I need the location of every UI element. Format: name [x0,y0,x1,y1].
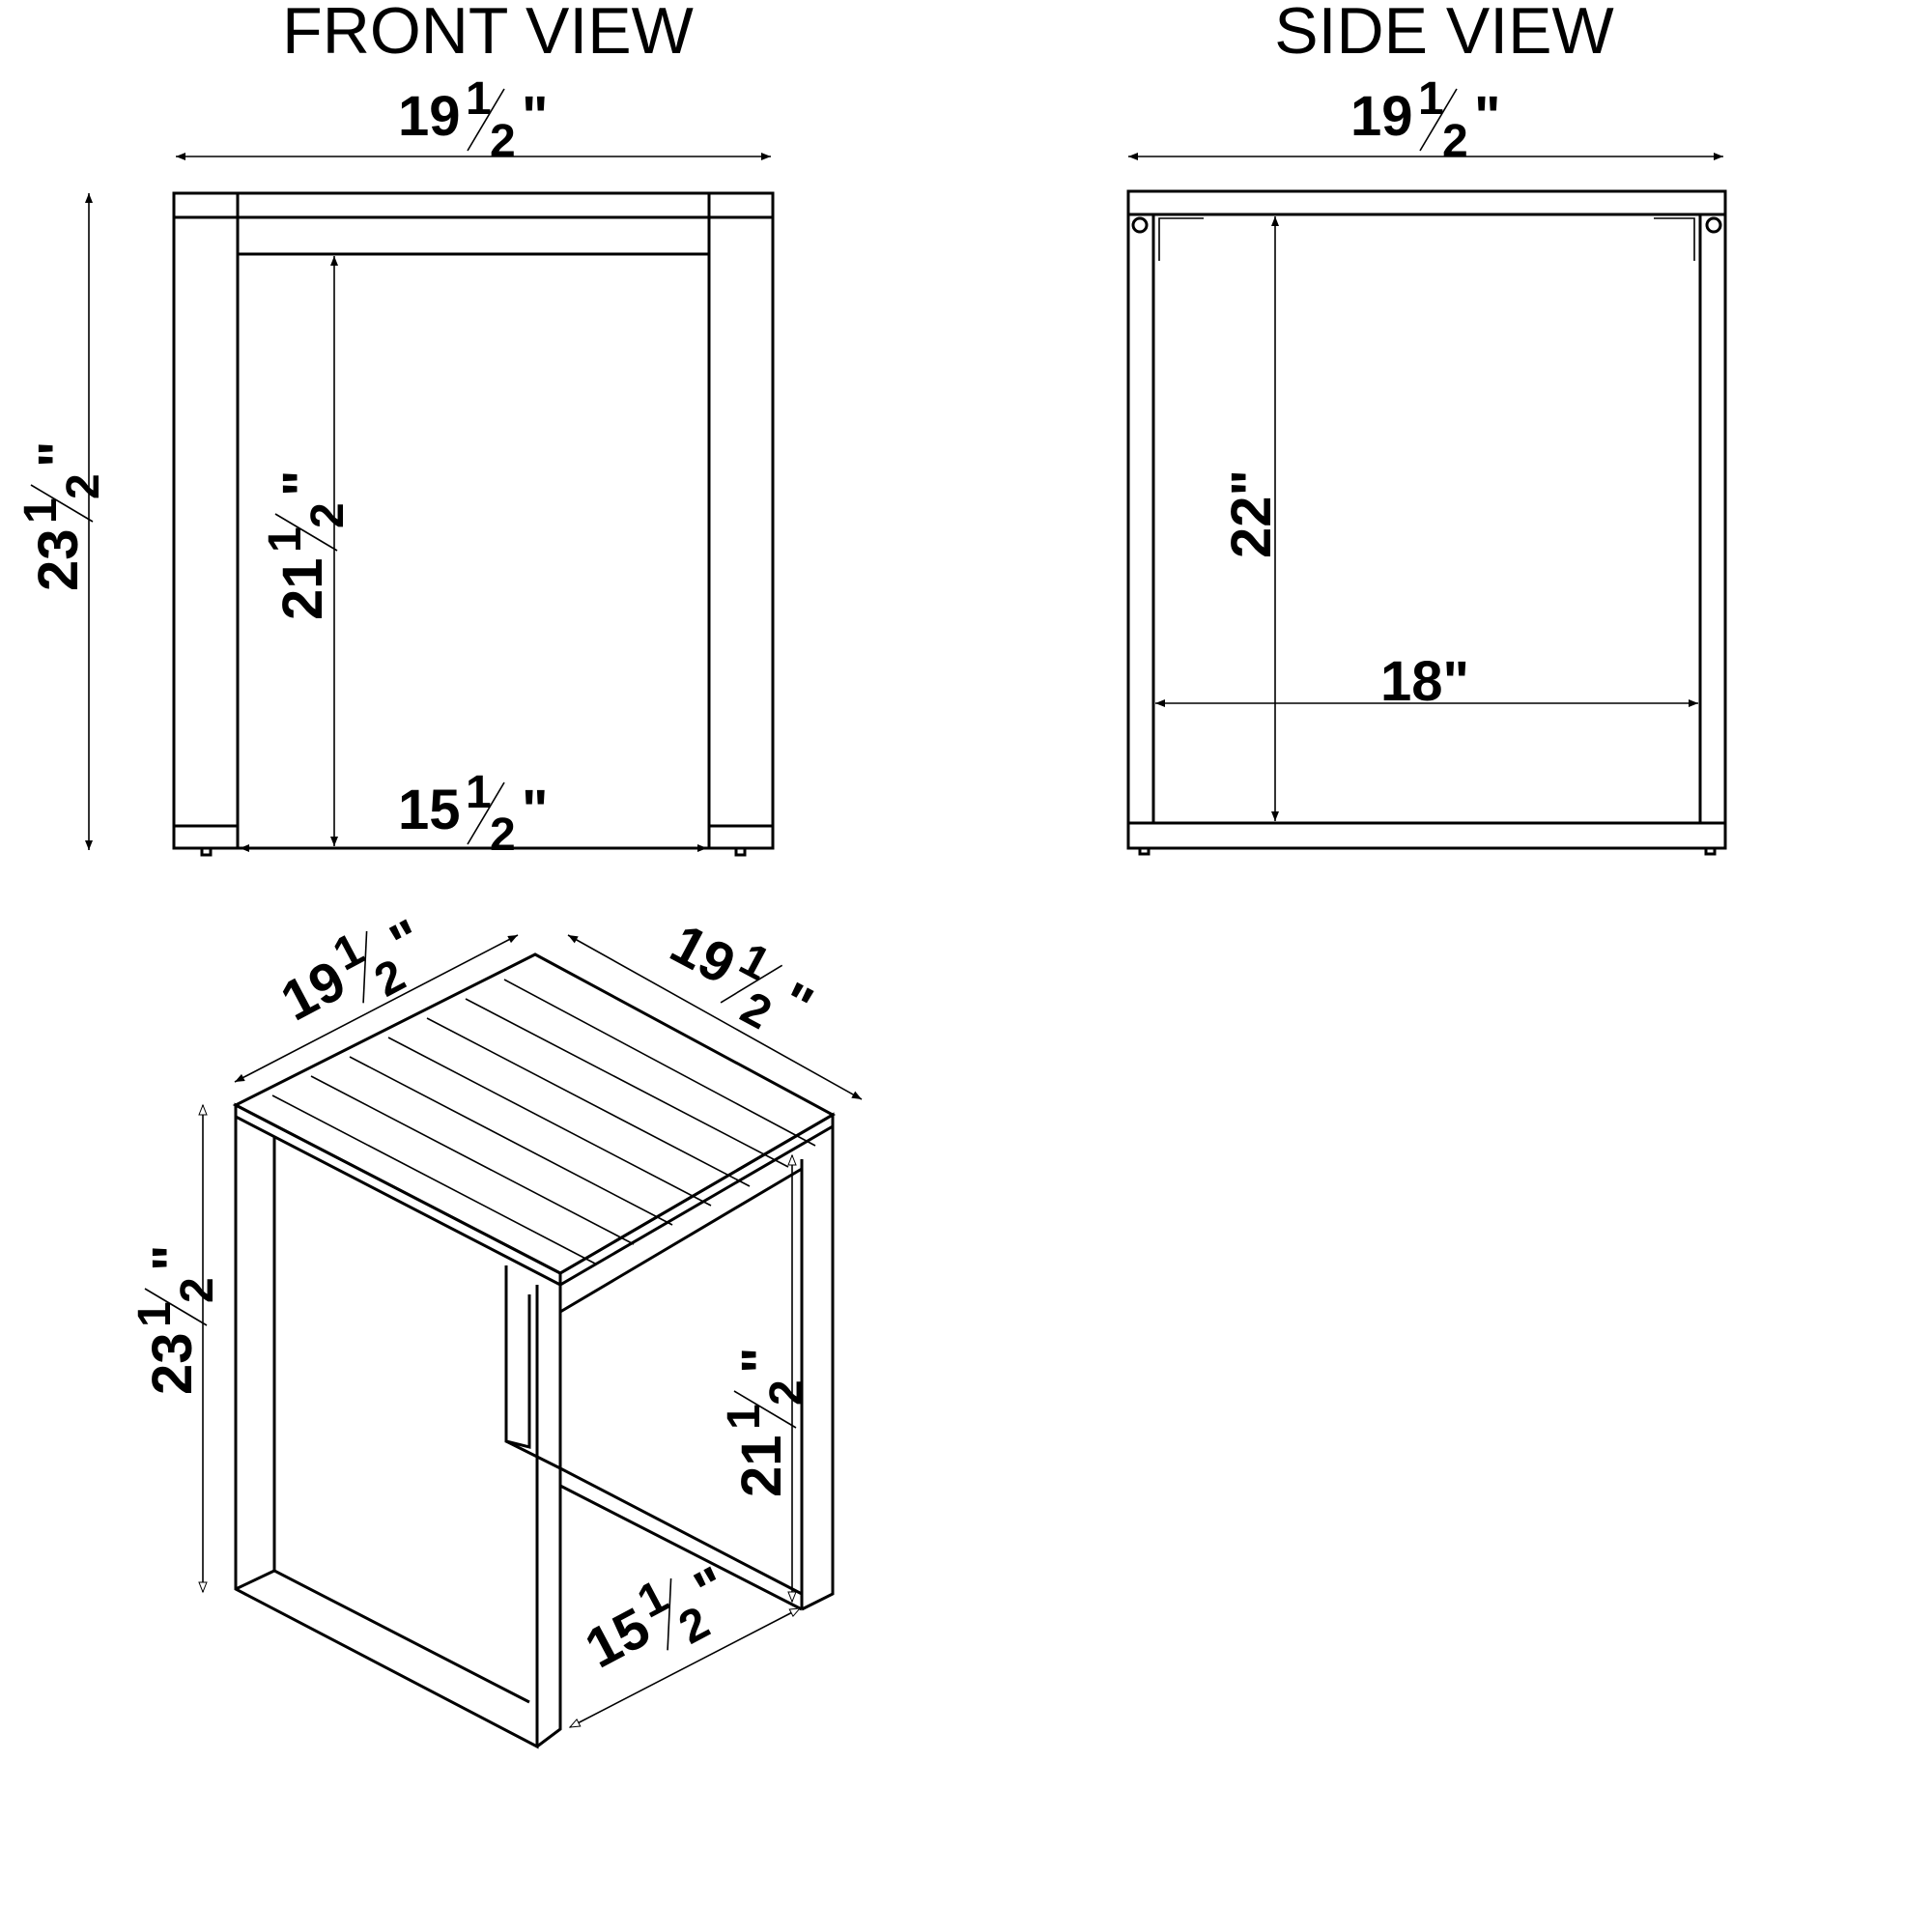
svg-text:1: 1 [260,526,311,553]
svg-text:19: 19 [661,912,745,997]
svg-text:2: 2 [490,810,516,861]
svg-text:": " [522,779,549,841]
front-width-label: 19 1 2 " [398,73,549,167]
iso-inner-width-dim-line [568,1607,802,1728]
svg-text:1: 1 [15,497,67,524]
front-height-label: 23 1 2 " [15,441,109,592]
svg-text:2: 2 [490,116,516,167]
svg-text:1: 1 [466,767,492,818]
svg-text:2: 2 [1442,116,1468,167]
side-inner-width-label: 18" [1380,650,1469,713]
front-inner-width-label: 15 1 2 " [398,767,549,861]
svg-text:2: 2 [172,1277,223,1303]
svg-text:23: 23 [27,528,90,591]
iso-view: 19 1 2 " 19 1 2 " [129,907,863,1749]
svg-text:": " [27,441,90,469]
svg-text:": " [141,1245,204,1272]
svg-text:1: 1 [719,1404,770,1430]
svg-text:1: 1 [129,1301,181,1327]
iso-width-left-label: 19 1 2 " [271,907,434,1033]
front-inner-height-label: 21 1 2 " [260,470,354,621]
iso-width-left-dim-line [234,934,519,1083]
iso-table-outline [232,952,837,1749]
iso-width-right-dim-line [567,934,863,1100]
side-width-label: 19 1 2 " [1350,73,1501,167]
iso-inner-height-label: 21 1 2 " [719,1348,812,1498]
svg-text:2: 2 [58,473,109,499]
svg-text:1: 1 [1418,73,1444,125]
front-table-outline [172,191,775,857]
svg-text:19: 19 [1350,85,1413,148]
side-view: SIDE VIEW 19 1 2 " 22" 18" [1126,0,1727,856]
front-view-title: FRONT VIEW [282,0,694,68]
svg-text:": " [730,1348,793,1375]
svg-text:21: 21 [271,557,334,620]
svg-text:19: 19 [398,85,461,148]
front-view: FRONT VIEW 19 1 2 " 23 1 2 " [15,0,775,861]
svg-text:1: 1 [466,73,492,125]
iso-height-label: 23 1 2 " [129,1245,223,1396]
svg-text:21: 21 [730,1435,793,1497]
svg-text:": " [770,970,823,1037]
side-table-outline [1126,189,1727,856]
side-inner-height-label: 22" [1220,469,1283,558]
svg-text:": " [1474,85,1501,148]
side-view-title: SIDE VIEW [1274,0,1613,68]
svg-text:15: 15 [398,779,461,841]
svg-text:2: 2 [302,502,354,528]
svg-text:2: 2 [761,1379,812,1406]
svg-text:23: 23 [141,1332,204,1395]
svg-text:": " [522,85,549,148]
svg-text:": " [271,470,334,497]
